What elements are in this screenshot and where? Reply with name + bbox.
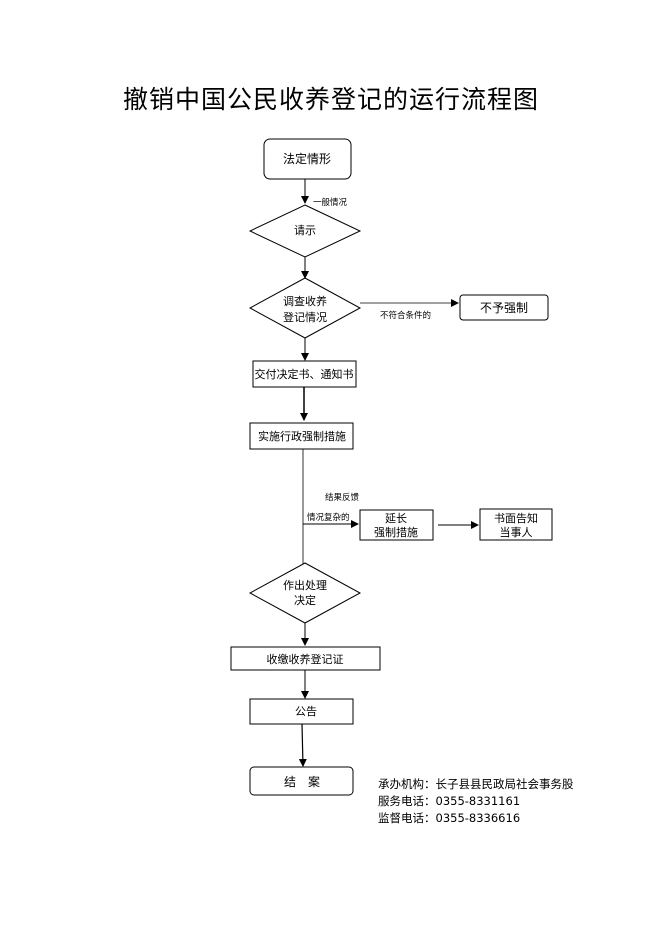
- node-deliver-box: [252, 360, 357, 388]
- node-no-enforce-label: 不予强制: [480, 301, 528, 315]
- footer-organizer: 承办机构：长子县县民政局社会事务股: [378, 777, 574, 791]
- footer-supervise-phone: 监督电话：0355-8336616: [378, 811, 521, 825]
- node-deliver-label: 交付决定书、通知书: [255, 367, 354, 381]
- node-notify-label-2: 当事人: [500, 525, 533, 539]
- node-no-enforce-box: [459, 294, 549, 321]
- node-extend-box: [359, 509, 434, 541]
- node-collect-label: 收缴收养登记证: [267, 652, 344, 666]
- node-fading-situation-box: [263, 138, 352, 180]
- edge-label-feedback: 结果反馈: [325, 492, 360, 503]
- footer-service-phone: 服务电话：0355-8331161: [378, 794, 521, 808]
- node-announce-box: [249, 698, 354, 725]
- edge-to-close: [298, 723, 307, 767]
- node-notify-box: [479, 508, 553, 541]
- node-notify-label-1: 书面告知: [494, 511, 538, 525]
- node-decide-diamond: [248, 562, 362, 624]
- page-title: 撤销中国公民收养登记的运行流程图: [122, 85, 539, 114]
- node-investigate-label-1: 调查收养: [283, 294, 327, 308]
- node-extend-label-1: 延长: [385, 512, 407, 525]
- node-close-box: [249, 766, 354, 796]
- node-investigate-diamond: [248, 277, 362, 339]
- node-enforce-box: [249, 422, 354, 450]
- node-decide-label-1: 作出处理: [283, 578, 327, 592]
- node-announce-label: 公告: [295, 705, 317, 718]
- node-decide-label-2: 决定: [294, 593, 316, 607]
- node-close-label: 结 案: [284, 774, 320, 789]
- edge-label-complex: 情况复杂的: [307, 512, 350, 523]
- node-extend-label-2: 强制措施: [374, 525, 418, 539]
- node-request-label: 请示: [294, 224, 316, 237]
- node-fading-situation-label: 法定情形: [283, 151, 331, 166]
- node-investigate-label-2: 登记情况: [283, 310, 327, 324]
- edge-label-not-meet: 不符合条件的: [380, 310, 431, 321]
- footer-contact: 承办机构：长子县县民政局社会事务股 服务电话：0355-8331161 监督电话…: [378, 776, 574, 827]
- edge-label-general: 一般情况: [313, 197, 348, 208]
- node-enforce-label: 实施行政强制措施: [258, 429, 346, 443]
